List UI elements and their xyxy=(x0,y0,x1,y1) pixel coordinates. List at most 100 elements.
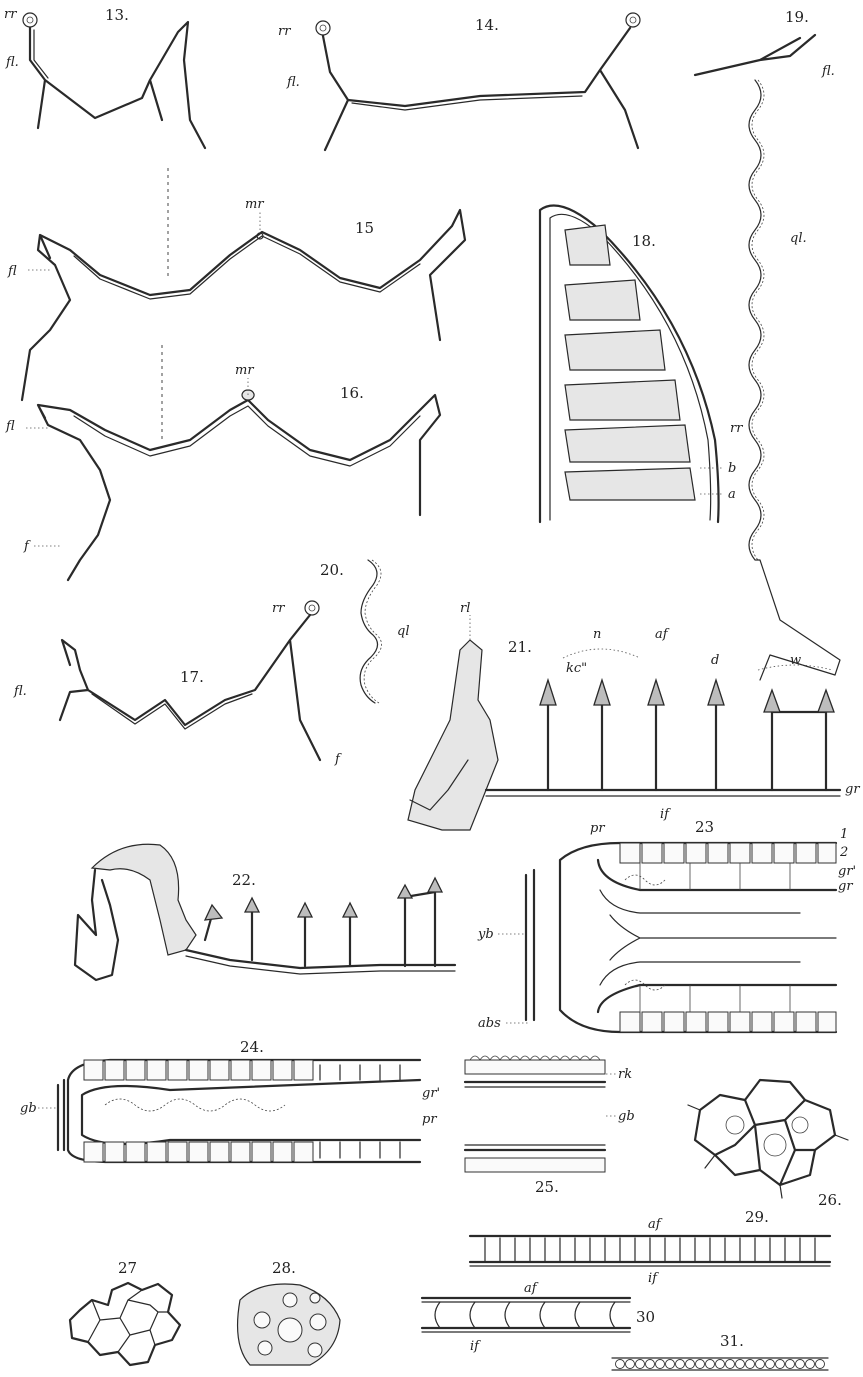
figure-17: 17. fl. rr f xyxy=(13,601,342,767)
label-a: a xyxy=(728,487,736,502)
figure-number: 28. xyxy=(272,1259,296,1277)
label-yb: yb xyxy=(477,927,494,942)
cell-row-lower xyxy=(620,1012,836,1032)
figure-number: 14. xyxy=(475,16,499,34)
label-af: af xyxy=(524,1281,539,1296)
label-af: af xyxy=(648,1217,663,1232)
figure-30: 30 af if xyxy=(422,1281,655,1354)
label-if: if xyxy=(470,1339,481,1354)
label-ql: ql xyxy=(397,624,409,639)
figure-23: 23 pr 1 2 gr' gr yb abs xyxy=(477,818,856,1032)
figure-26: 26. xyxy=(688,1080,848,1209)
figure-number: 23 xyxy=(695,818,714,836)
figure-number: 20. xyxy=(320,561,344,579)
label-fl: fl xyxy=(5,419,15,434)
label-gb: gb xyxy=(20,1101,37,1116)
pore xyxy=(278,1318,302,1342)
rhopalium-ring xyxy=(23,13,37,27)
label-fl: fl. xyxy=(13,684,27,699)
cell-row-lower xyxy=(84,1142,313,1162)
label-if: if xyxy=(660,807,671,822)
figure-16: 16. mr fl f xyxy=(5,345,440,580)
figure-31: 31. xyxy=(612,1332,828,1370)
label-rr: rr xyxy=(272,601,285,616)
figure-25: 25. rk gb xyxy=(465,1056,635,1196)
rhopalium-ring xyxy=(316,21,330,35)
cell-band xyxy=(465,1158,605,1172)
label-kc: kc" xyxy=(566,661,587,676)
label-rr: rr xyxy=(4,7,17,22)
figure-28: 28. xyxy=(238,1259,340,1365)
cell-row-upper xyxy=(84,1060,313,1080)
figure-21: 21. rl n af kc" d w gr if xyxy=(408,601,860,830)
label-gr: gr xyxy=(845,782,860,797)
label-rr: rr xyxy=(278,24,291,39)
figure-number: 15 xyxy=(355,219,374,237)
rhopalium-ring xyxy=(626,13,640,27)
figure-number: 19. xyxy=(785,8,809,26)
pore xyxy=(283,1293,297,1307)
label-ql: ql. xyxy=(790,231,807,246)
figure-number: 31. xyxy=(720,1332,744,1350)
figure-13: 13. rr fl. xyxy=(4,6,205,148)
pore xyxy=(254,1312,270,1328)
figure-number: 27 xyxy=(118,1259,137,1277)
figure-number: 25. xyxy=(535,1178,559,1196)
pore xyxy=(310,1293,320,1303)
label-fl: fl xyxy=(7,264,17,279)
label-gr: gr xyxy=(838,879,853,894)
label-abs: abs xyxy=(478,1016,501,1031)
figure-number: 26. xyxy=(818,1191,842,1209)
label-d: d xyxy=(711,653,719,668)
label-w: w xyxy=(790,653,801,668)
figure-19: 19. fl. ql. xyxy=(695,8,840,680)
cell-row-upper xyxy=(620,843,836,863)
pore xyxy=(310,1314,326,1330)
label-gr-prime: gr' xyxy=(838,864,856,879)
label-fl: fl. xyxy=(5,55,19,70)
label-n: n xyxy=(593,627,601,642)
figure-number: 18. xyxy=(632,232,656,250)
figure-27: 27 xyxy=(70,1259,180,1365)
rhopalium-ring xyxy=(305,601,319,615)
label-af: af xyxy=(655,627,670,642)
pore xyxy=(308,1343,322,1357)
figure-number: 29. xyxy=(745,1208,769,1226)
label-pr: pr xyxy=(590,821,605,836)
label-2: 2 xyxy=(839,845,848,860)
figure-number: 13. xyxy=(105,6,129,24)
label-b: b xyxy=(728,461,736,476)
figure-14: 14. rr fl. xyxy=(278,13,640,150)
label-f: f xyxy=(23,539,31,554)
label-gb: gb xyxy=(618,1109,635,1124)
label-fl: fl. xyxy=(821,64,835,79)
label-mr: mr xyxy=(235,363,254,378)
label-pr: pr xyxy=(422,1112,437,1127)
bead-row xyxy=(616,1360,825,1369)
figure-number: 21. xyxy=(508,638,532,656)
figure-number: 16. xyxy=(340,384,364,402)
label-mr: mr xyxy=(245,197,264,212)
figure-24: 24. gb gr' pr xyxy=(20,1038,440,1162)
label-f: f xyxy=(334,752,342,767)
figure-number: 30 xyxy=(636,1308,655,1326)
label-fl: fl. xyxy=(286,75,300,90)
pore xyxy=(258,1341,272,1355)
figure-number: 24. xyxy=(240,1038,264,1056)
figure-18: 18. rr b a xyxy=(540,206,743,523)
label-rr: rr xyxy=(730,421,743,436)
label-if: if xyxy=(648,1271,659,1286)
chamber-row xyxy=(565,225,695,500)
figure-number: 22. xyxy=(232,871,256,889)
cell-band xyxy=(465,1060,605,1074)
label-rk: rk xyxy=(618,1067,632,1082)
figure-20: 20. ql xyxy=(320,560,409,703)
label-rl: rl xyxy=(460,601,470,616)
pillar-row xyxy=(540,680,834,790)
figure-22: 22. xyxy=(75,844,455,980)
figure-29: 29. af if xyxy=(470,1208,830,1286)
label-gr-prime: gr' xyxy=(422,1086,440,1101)
figure-number: 17. xyxy=(180,668,204,686)
